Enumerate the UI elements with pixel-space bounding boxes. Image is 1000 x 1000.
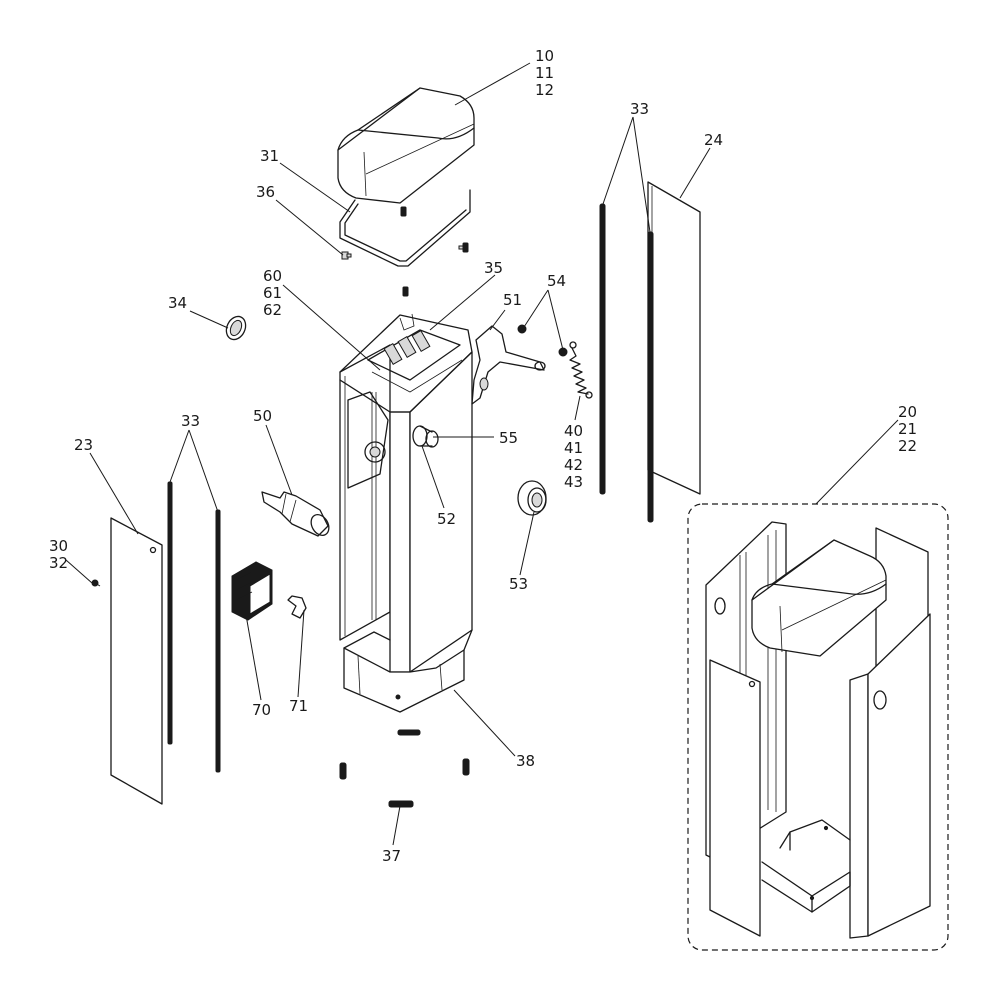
label-54: 54 xyxy=(547,272,566,290)
label-24: 24 xyxy=(704,131,723,149)
side-panel-24 xyxy=(647,181,701,495)
bolt-b xyxy=(402,286,409,297)
strip-33-left-a xyxy=(167,481,173,745)
label-34: 34 xyxy=(168,294,187,312)
label-70: 70 xyxy=(252,701,271,719)
motor-50 xyxy=(261,491,330,537)
transformer-70 xyxy=(231,561,273,621)
foot-37 xyxy=(388,800,414,808)
label-32: 32 xyxy=(49,554,68,572)
leader-lines xyxy=(65,62,899,846)
strip-33-right-b xyxy=(647,231,654,523)
label-31: 31 xyxy=(260,147,279,165)
label-62: 62 xyxy=(263,301,282,319)
label-33-right: 33 xyxy=(630,100,649,118)
assembled-view xyxy=(687,503,949,951)
label-50: 50 xyxy=(253,407,272,425)
label-60: 60 xyxy=(263,267,282,285)
foot-b xyxy=(339,762,347,780)
screw-30 xyxy=(91,579,101,587)
foot-c xyxy=(462,758,470,776)
label-22: 22 xyxy=(898,437,917,455)
label-36: 36 xyxy=(256,183,275,201)
label-41: 41 xyxy=(564,439,583,457)
label-55: 55 xyxy=(499,429,518,447)
label-33-left: 33 xyxy=(181,412,200,430)
strip-33-right-a xyxy=(599,203,606,495)
lever-51 xyxy=(471,325,546,405)
label-42: 42 xyxy=(564,456,583,474)
label-35: 35 xyxy=(484,259,503,277)
spring xyxy=(569,341,593,399)
label-43: 43 xyxy=(564,473,583,491)
label-11: 11 xyxy=(535,64,554,82)
gasket xyxy=(339,189,471,267)
label-37: 37 xyxy=(382,847,401,865)
label-38: 38 xyxy=(516,752,535,770)
top-cover xyxy=(337,87,475,204)
bolt-a xyxy=(400,206,407,217)
label-52: 52 xyxy=(437,510,456,528)
strip-33-left-b xyxy=(215,509,221,773)
bracket-71 xyxy=(287,595,307,619)
label-51: 51 xyxy=(503,291,522,309)
label-61: 61 xyxy=(263,284,282,302)
ring-34 xyxy=(225,315,247,341)
label-10: 10 xyxy=(535,47,554,65)
label-12: 12 xyxy=(535,81,554,99)
foot-a xyxy=(397,729,421,736)
label-40: 40 xyxy=(564,422,583,440)
label-71: 71 xyxy=(289,697,308,715)
side-panel-23 xyxy=(110,517,163,805)
label-21: 21 xyxy=(898,420,917,438)
label-20: 20 xyxy=(898,403,917,421)
label-23: 23 xyxy=(74,436,93,454)
part-labels: 10 11 12 31 36 60 61 62 35 34 51 54 33 2… xyxy=(49,47,917,865)
label-30: 30 xyxy=(49,537,68,555)
label-53: 53 xyxy=(509,575,528,593)
bolt-c xyxy=(458,242,469,253)
bolt-36 xyxy=(341,251,352,260)
cabinet-body xyxy=(339,313,473,713)
bearing-53 xyxy=(517,480,547,516)
